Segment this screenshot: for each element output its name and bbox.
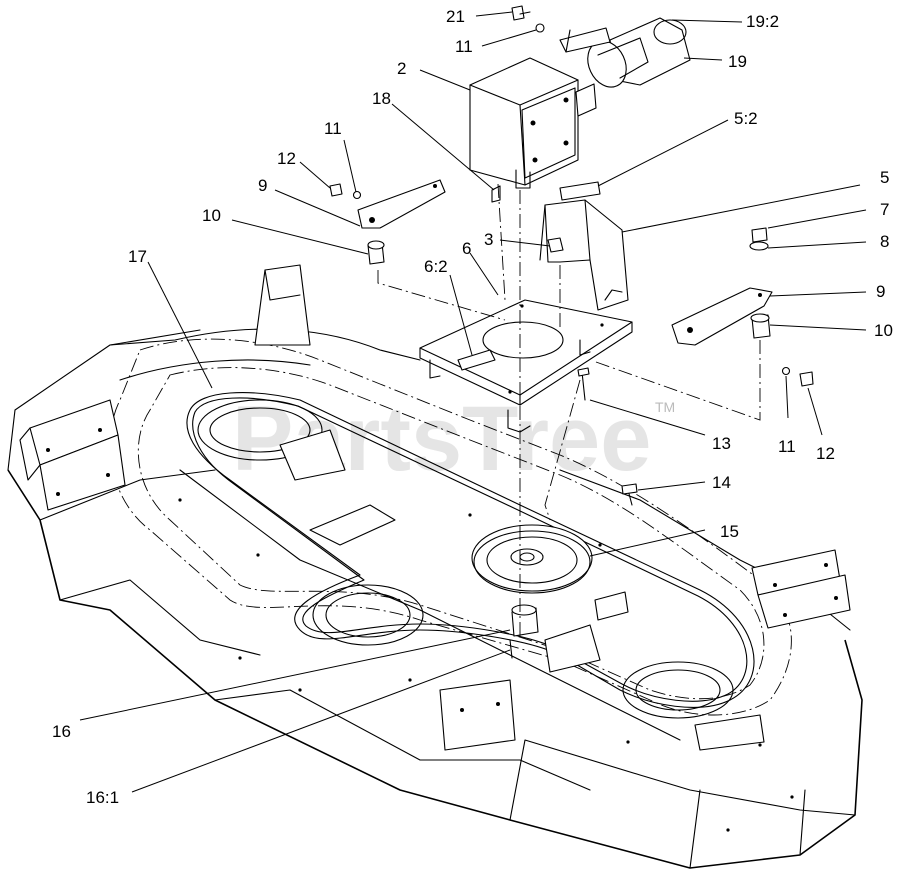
callout-9-right: 9 [876,282,885,301]
callout-16-1: 16:1 [86,788,119,807]
callout-15: 15 [720,522,739,541]
callout-5-2: 5:2 [734,109,758,128]
drive-pulley [471,524,593,594]
guard-strap [559,27,611,53]
callout-21: 21 [446,7,465,26]
mower-deck [7,264,863,869]
callout-11-top: 11 [455,37,473,56]
callout-11-right: 11 [778,437,796,456]
mount-plate [419,299,633,433]
callout-9-left: 9 [258,176,267,195]
shaft-guard [587,17,691,88]
right-idler-arm [671,227,814,387]
callout-12-right: 12 [816,444,835,463]
callout-2: 2 [397,59,406,78]
spacer [509,604,539,659]
callout-6: 6 [462,239,471,258]
callout-12-left: 12 [277,149,296,168]
callout-5: 5 [880,168,889,187]
watermark-trademark: TM [655,399,675,415]
nut [547,237,564,253]
top-bolt [511,5,545,33]
callout-8: 8 [880,232,889,251]
callout-labels: 21 11 19:2 19 2 18 11 12 9 10 17 5:2 5 3… [52,7,893,807]
callout-11-left: 11 [324,119,342,138]
callout-13: 13 [712,434,731,453]
callout-14: 14 [712,473,731,492]
carriage-bolts [577,367,638,506]
callout-3: 3 [484,230,493,249]
gearbox-bracket [539,181,629,311]
callout-10-right: 10 [874,321,893,340]
left-idler-arm [329,179,446,265]
callout-17: 17 [128,247,147,266]
callout-19-2: 19:2 [746,12,779,31]
leader-lines [79,11,867,793]
callout-7: 7 [880,200,889,219]
callout-16: 16 [52,722,71,741]
callout-18: 18 [372,89,391,108]
centerlines [377,183,761,640]
callout-6-2: 6:2 [424,257,448,276]
callout-19: 19 [728,52,747,71]
callout-10-left: 10 [202,206,221,225]
gearbox [469,57,597,189]
